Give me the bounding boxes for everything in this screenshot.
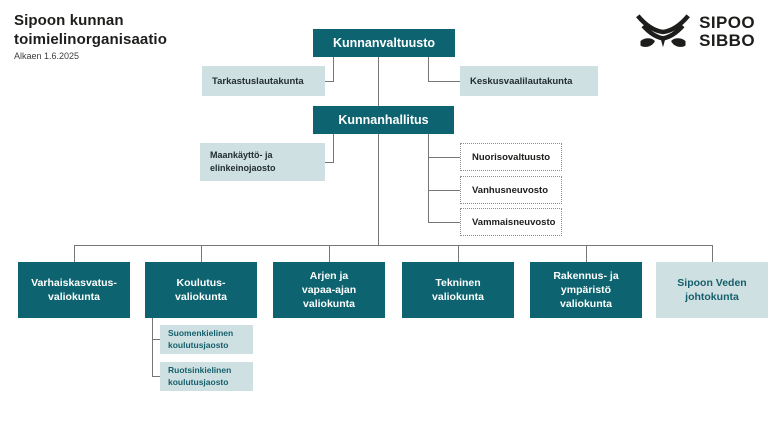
- sipoo-logo: SIPOO SIBBO: [636, 13, 755, 51]
- connector-council-to-tarkastus-vertical: [333, 57, 334, 81]
- node-sipoon-veden-johtokunta: Sipoon Veden johtokunta: [656, 262, 768, 318]
- page-subtitle: Alkaen 1.6.2025: [14, 51, 80, 61]
- connector-advisory-branch-3: [428, 222, 460, 223]
- connector-board-trunk: [378, 134, 379, 245]
- connector-drop-committee-4: [458, 245, 459, 262]
- node-tekninen-valiokunta: Tekninen valiokunta: [402, 262, 514, 318]
- node-rakennus-ja-ymparisto-valiokunta: Rakennus- ja ympäristö valiokunta: [530, 262, 642, 318]
- node-vanhusneuvosto: Vanhusneuvosto: [460, 176, 562, 204]
- page-title: Sipoon kunnan toimielinorganisaatio: [14, 12, 167, 48]
- node-suomenkielinen-koulutusjaosto: Suomenkielinen koulutusjaosto: [160, 325, 253, 354]
- node-kunnanvaltuusto: Kunnanvaltuusto: [313, 29, 455, 57]
- node-maankaytto-ja-elinkeinojaosto: Maankäyttö- ja elinkeinojaosto: [200, 143, 325, 181]
- connector-drop-committee-2: [201, 245, 202, 262]
- logo-wordmark: SIPOO SIBBO: [699, 14, 755, 50]
- connector-committees-bus: [74, 245, 713, 246]
- connector-jaosto-branch-1: [152, 339, 160, 340]
- connector-council-to-keskus-horizontal: [428, 81, 460, 82]
- node-ruotsinkielinen-koulutusjaosto: Ruotsinkielinen koulutusjaosto: [160, 362, 253, 391]
- node-arjen-ja-vapaa-ajan-valiokunta: Arjen ja vapaa-ajan valiokunta: [273, 262, 385, 318]
- node-kunnanhallitus: Kunnanhallitus: [313, 106, 454, 134]
- connector-drop-committee-6: [712, 245, 713, 262]
- connector-drop-committee-5: [586, 245, 587, 262]
- connector-council-to-tarkastus-horizontal: [325, 81, 334, 82]
- node-varhaiskasvatusvaliokunta: Varhaiskasvatus- valiokunta: [18, 262, 130, 318]
- node-vammaisneuvosto: Vammaisneuvosto: [460, 208, 562, 236]
- connector-advisory-branch-1: [428, 157, 460, 158]
- connector-board-to-advisory-vertical: [428, 134, 429, 222]
- connector-council-to-board: [378, 57, 379, 106]
- connector-drop-committee-1: [74, 245, 75, 262]
- logo-name-sv: SIBBO: [699, 31, 755, 50]
- logo-name-fi: SIPOO: [699, 13, 755, 33]
- node-nuorisovaltuusto: Nuorisovaltuusto: [460, 143, 562, 171]
- connector-advisory-branch-2: [428, 190, 460, 191]
- connector-jaosto-branch-2: [152, 376, 160, 377]
- connector-koulutus-to-jaostot-vertical: [152, 318, 153, 377]
- node-koulutusvaliokunta: Koulutus- valiokunta: [145, 262, 257, 318]
- connector-council-to-keskus-vertical: [428, 57, 429, 81]
- sipoo-bird-icon: [636, 13, 691, 51]
- node-keskusvaalilautakunta: Keskusvaalilautakunta: [460, 66, 598, 96]
- connector-board-to-maankaytto-horizontal: [325, 162, 334, 163]
- connector-drop-committee-3: [329, 245, 330, 262]
- connector-board-to-maankaytto-vertical: [333, 134, 334, 162]
- node-tarkastuslautakunta: Tarkastuslautakunta: [202, 66, 325, 96]
